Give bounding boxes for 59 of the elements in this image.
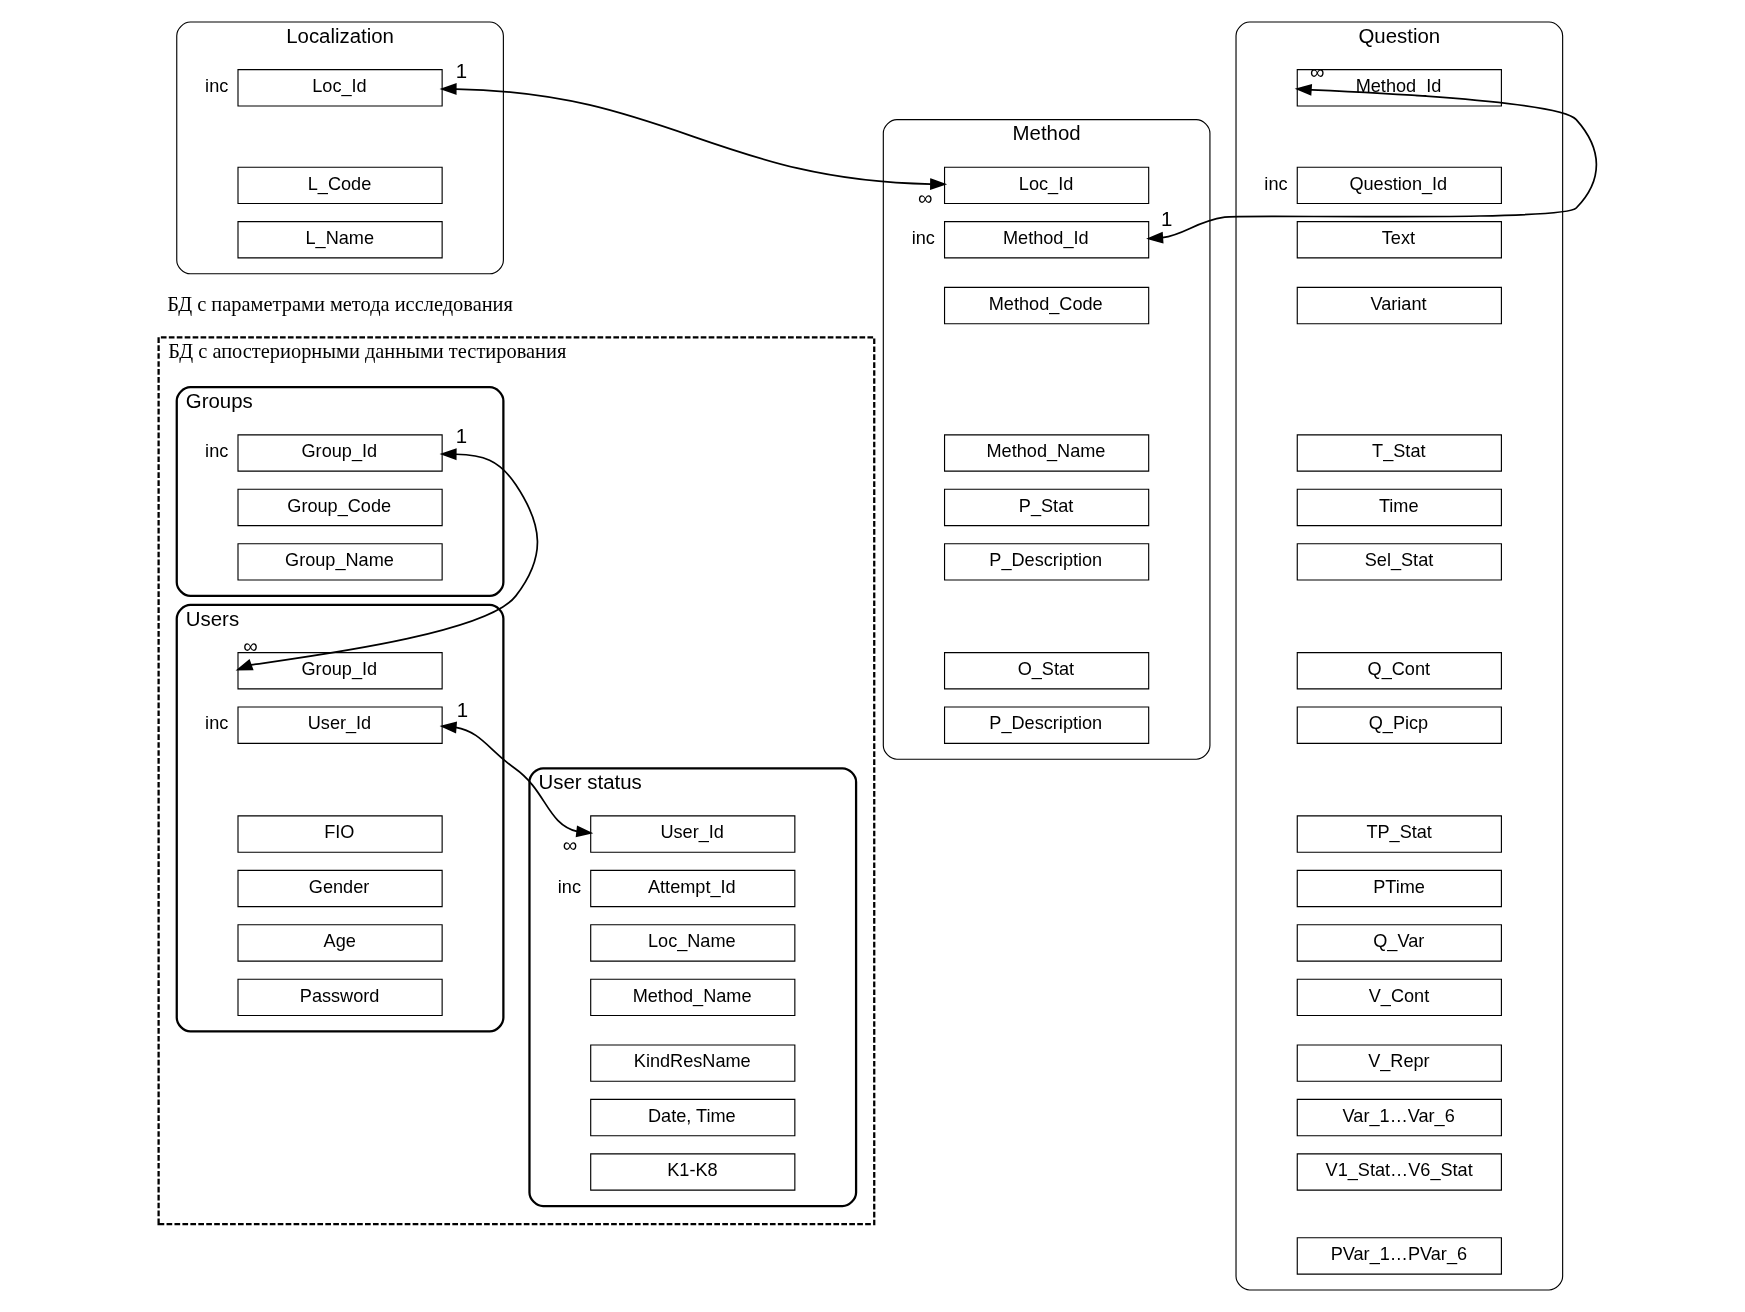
arrow [439,83,947,191]
node-box: FIO [236,815,443,853]
node-box: Var_1…Var_6 [1296,1098,1502,1137]
node-box: Method_Code [943,286,1149,325]
node-box: Time [1296,488,1502,527]
label: 1 [455,60,467,83]
node-box: T_Stat [1296,434,1502,472]
node-box: K1-K8 [589,1153,795,1191]
node-box: O_Stat [943,652,1149,690]
node-box: Password [236,978,443,1017]
node-box: Attempt_Id [589,869,795,908]
node-box: Group_Id [236,434,443,472]
label: БД с параметрами метода исследования [166,292,513,315]
node-box: Gender [236,869,443,908]
node-box: V_Repr [1296,1044,1502,1082]
node-box: V_Cont [1296,978,1502,1017]
label: 1 [1160,208,1172,231]
arrow [439,721,593,838]
node-box: Q_Var [1296,924,1502,962]
label: ∞ [917,187,933,210]
node-box: PVar_1…PVar_6 [1296,1237,1502,1275]
node-box: Group_Name [236,543,443,581]
node-box: Q_Cont [1296,652,1502,690]
node-box: Date, Time [589,1098,795,1137]
node-box: Loc_Id [943,166,1149,205]
node-box: Group_Code [236,488,443,527]
node-box: Method_Name [943,434,1149,472]
label: 1 [455,425,467,448]
node-box: P_Description [943,543,1149,581]
node-box: Q_Picp [1296,706,1502,744]
node-label: inc [557,876,581,897]
label: 1 [456,698,468,721]
node-box: V1_Stat…V6_Stat [1296,1153,1502,1191]
node-label: inc [1263,173,1288,194]
node-box: Method_Name [589,978,795,1017]
node-box: Variant [1296,286,1502,325]
node-box: KindResName [589,1044,795,1082]
node-box: Loc_Name [589,924,795,962]
node-box: Text [1296,221,1502,259]
node-box: P_Description [943,706,1149,744]
node-box: P_Stat [943,488,1149,527]
node-box: L_Code [236,166,443,205]
arrow [235,448,538,671]
arrow [1145,83,1597,244]
node-box: Age [236,924,443,962]
node-box: Sel_Stat [1296,543,1502,581]
node-box: User_Id [236,706,443,744]
label: ∞ [562,833,577,856]
node-box: Question_Id [1296,166,1502,205]
node-box: Method_Id [943,221,1149,259]
node-label: inc [204,441,228,462]
node-box: L_Name [236,221,443,259]
node-label: inc [204,713,228,734]
node-label: inc [204,76,228,97]
node-box: TP_Stat [1296,815,1502,853]
node-box: PTime [1296,869,1502,908]
node-box: Loc_Id [236,69,443,107]
node-label: inc [911,228,935,249]
node-box: User_Id [589,815,795,853]
